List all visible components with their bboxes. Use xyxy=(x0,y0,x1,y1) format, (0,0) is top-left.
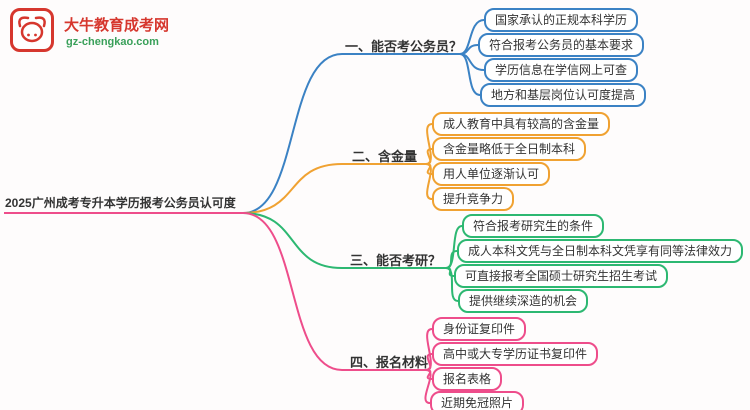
brand-name: 大牛教育成考网 xyxy=(64,17,170,34)
branch-4-leaf-connector xyxy=(424,369,432,404)
leaf-node: 近期免冠照片 xyxy=(430,391,525,410)
branch-4-connector xyxy=(242,212,426,371)
leaf-node: 学历信息在学信网上可查 xyxy=(484,58,639,82)
leaf-node: 成人教育中具有较高的含金量 xyxy=(432,112,611,136)
leaf-node: 成人本科文凭与全日制本科文凭享有同等法律效力 xyxy=(457,239,744,263)
leaf-node: 身份证复印件 xyxy=(432,317,527,341)
leaf-node: 国家承认的正规本科学历 xyxy=(484,8,639,32)
leaf-node: 报名表格 xyxy=(432,367,503,391)
branch-2-connector xyxy=(242,163,426,214)
branch-2-leaf-connector xyxy=(425,163,433,200)
branch-label-1: 一、能否考公务员？ xyxy=(345,39,463,54)
branch-label-2: 二、含金量 xyxy=(352,149,418,164)
leaf-node: 高中或大专学历证书复印件 xyxy=(432,342,599,366)
brand-domain: gz-chengkao.com xyxy=(66,36,159,48)
branch-3-leaf-connector xyxy=(445,250,458,269)
bull-icon xyxy=(10,8,54,52)
branch-label-3: 三、能否考研？ xyxy=(350,253,442,268)
leaf-node: 提升竞争力 xyxy=(432,187,515,211)
leaf-node: 符合报考公务员的基本要求 xyxy=(478,33,645,57)
leaf-node: 地方和基层岗位认可度提高 xyxy=(480,83,647,107)
leaf-node: 可直接报考全国硕士研究生招生考试 xyxy=(454,264,669,288)
leaf-node: 提供继续深造的机会 xyxy=(458,289,589,313)
branch-3-leaf-connector xyxy=(445,267,459,302)
leaf-node: 含金量略低于全日制本科 xyxy=(432,137,587,161)
site-logo: 大牛教育成考网 gz-chengkao.com xyxy=(10,8,200,64)
leaf-node: 用人单位逐渐认可 xyxy=(432,162,551,186)
branch-label-4: 四、报名材料 xyxy=(350,355,429,370)
branch-1-leaf-connector xyxy=(459,53,481,96)
branch-1-leaf-connector xyxy=(459,44,479,55)
branch-1-connector xyxy=(242,53,460,214)
root-node: 2025广州成考专升本学历报考公务员认可度 xyxy=(5,196,236,210)
branch-3-connector xyxy=(242,212,446,269)
leaf-node: 符合报考研究生的条件 xyxy=(462,214,605,238)
